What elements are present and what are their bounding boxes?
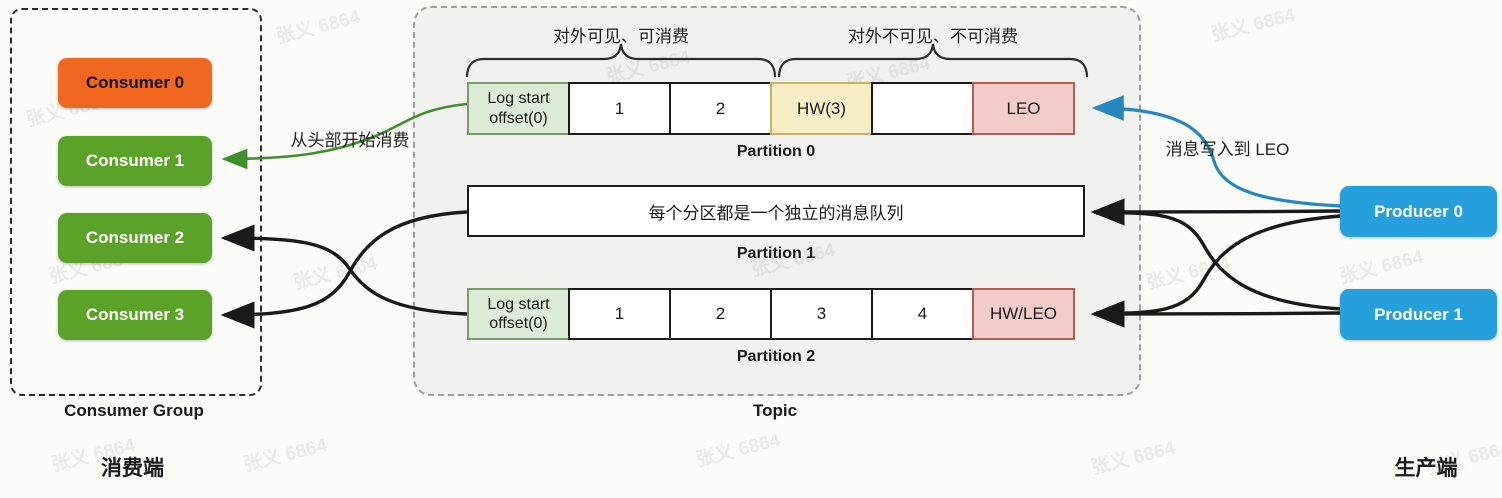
annotation-visible-consumable: 对外可见、可消费 — [553, 27, 689, 46]
brace-visible — [465, 43, 777, 78]
partition-2-row: Log start offset(0) 1 2 3 4 HW/LEO — [467, 288, 1075, 340]
p0-empty-cell — [871, 82, 974, 135]
p2-offset-2-cell: 2 — [669, 288, 772, 340]
p2-log-start-offset-cell: Log start offset(0) — [467, 288, 570, 340]
arrow-producer1-to-partition1 — [1095, 211, 1342, 311]
arrow-producer0-to-leo — [1091, 95, 1342, 208]
consumer-1-node: Consumer 1 — [58, 136, 212, 186]
p2-offset-1-cell: 1 — [568, 288, 671, 340]
topic-label: Topic — [752, 401, 798, 420]
p0-leo-cell: LEO — [972, 82, 1075, 135]
producer-0-node: Producer 0 — [1340, 186, 1497, 237]
arrow-partition2-to-consumer2 — [220, 224, 468, 316]
arrow-partition1-to-consumer3 — [220, 210, 468, 329]
p0-offset-2-cell: 2 — [669, 82, 772, 135]
p0-offset-1-cell: 1 — [568, 82, 671, 135]
annotation-invisible-nonconsumable: 对外不可见、不可消费 — [848, 27, 1018, 46]
partition-1-box: 每个分区都是一个独立的消息队列 — [467, 185, 1085, 237]
write-to-leo-label: 消息写入到 LEO — [1165, 140, 1290, 159]
partition-2-label: Partition 2 — [736, 348, 816, 365]
consumer-group-label: Consumer Group — [64, 401, 204, 420]
p2-offset-3-cell: 3 — [770, 288, 873, 340]
p2-hw-leo-cell: HW/LEO — [972, 288, 1075, 340]
consumer-3-node: Consumer 3 — [58, 290, 212, 340]
consumer-0-node: Consumer 0 — [58, 58, 212, 108]
arrow-producer0-to-partition2 — [1095, 214, 1342, 315]
consume-from-start-label: 从头部开始消费 — [290, 131, 410, 150]
partition-0-label: Partition 0 — [736, 143, 816, 160]
consumer-group-box — [10, 8, 262, 396]
p0-hw-cell: HW(3) — [770, 82, 873, 135]
consumer-2-node: Consumer 2 — [58, 213, 212, 263]
brace-invisible — [777, 43, 1089, 78]
consumer-side-label: 消费端 — [101, 457, 164, 480]
partition-1-label: Partition 1 — [736, 245, 816, 262]
partition-0-row: Log start offset(0) 1 2 HW(3) LEO — [467, 82, 1075, 135]
p0-log-start-offset-cell: Log start offset(0) — [467, 82, 570, 135]
arrow-logstart-to-consumer1 — [221, 102, 468, 170]
p2-offset-4-cell: 4 — [871, 288, 974, 340]
producer-1-node: Producer 1 — [1340, 289, 1497, 340]
producer-side-label: 生产端 — [1394, 457, 1458, 480]
